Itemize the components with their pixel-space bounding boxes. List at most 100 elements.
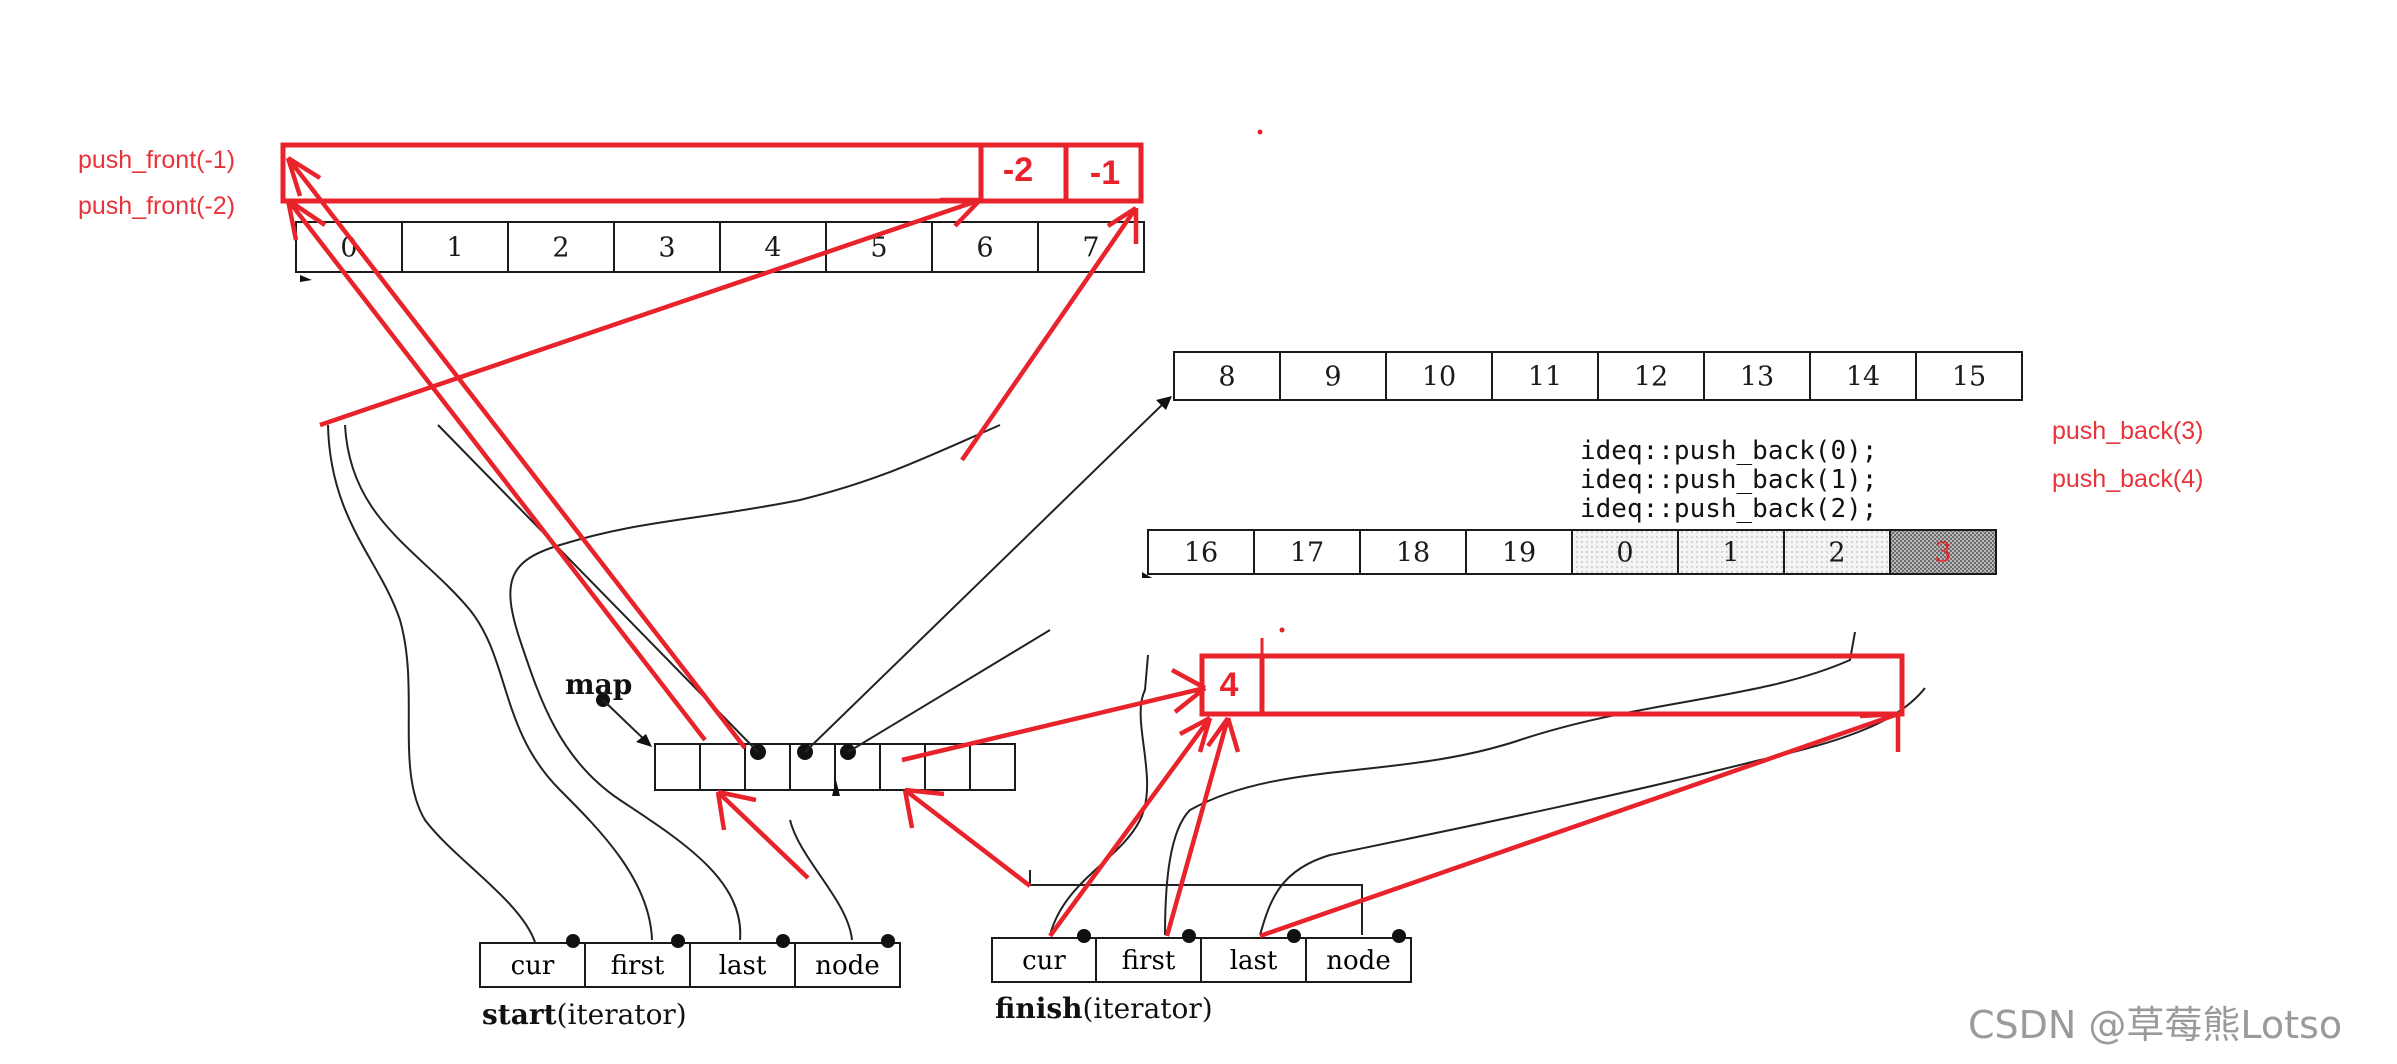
buffer-mid-cell-box xyxy=(1809,351,1917,401)
buffer-bottom-cell: 19 xyxy=(1465,529,1573,575)
front-cell-minus1: -1 xyxy=(1090,154,1120,192)
buffer-bottom-cell: 2 xyxy=(1783,529,1891,575)
buffer-mid-cell-box xyxy=(1385,351,1493,401)
buffer-bottom-cell-box xyxy=(1465,529,1573,575)
buffer-top-cell-label: 6 xyxy=(976,233,993,264)
finish-iterator-field-first: first xyxy=(1122,946,1176,976)
buffer-bottom-cell-label: 3 xyxy=(1934,538,1951,569)
finish-iterator-field-node: node xyxy=(1326,946,1390,976)
buffer-mid-cell: 14 xyxy=(1809,351,1917,401)
start-iterator-caption: start(iterator) xyxy=(482,998,687,1031)
wire-start-cur xyxy=(327,424,536,943)
map-slot xyxy=(699,743,746,791)
buffer-top-cell: 6 xyxy=(931,221,1039,273)
start-iterator-field-node: node xyxy=(815,951,879,981)
start-caption-bold: start xyxy=(482,998,557,1031)
buffer-mid-cell: 11 xyxy=(1491,351,1599,401)
buffer-bottom-cell-label: 19 xyxy=(1502,538,1536,569)
red-arrow-finish-node-to-map xyxy=(902,787,1032,888)
wire-start-first xyxy=(344,424,653,941)
buffer-top-cell-box xyxy=(401,221,509,273)
buffer-mid-cell-label: 11 xyxy=(1528,362,1562,393)
red-arrow-finish-first-to-back xyxy=(1164,716,1241,937)
push-front-label-1: push_front(-1) xyxy=(78,146,235,174)
wire-map-to-buffer-bottom xyxy=(847,629,1051,753)
push-front-label-2: push_front(-2) xyxy=(78,192,235,220)
buffer-mid-cell: 12 xyxy=(1597,351,1705,401)
buffer-bottom-cell-box xyxy=(1147,529,1255,575)
wire-finish-first xyxy=(1164,631,1856,936)
buffer-mid-cell: 8 xyxy=(1173,351,1281,401)
buffer-bottom-cell-box xyxy=(1783,529,1891,575)
buffer-bottom-cell-box xyxy=(1889,529,1997,575)
wire-start-node xyxy=(789,819,853,941)
start-iterator-field-last: last xyxy=(719,951,767,981)
start-iterator-field-dot xyxy=(566,934,580,948)
start-iterator-field-dot xyxy=(881,934,895,948)
finish-iterator-caption: finish(iterator) xyxy=(995,992,1213,1025)
buffer-top-cell: 4 xyxy=(719,221,827,273)
push-back-label-1: push_back(3) xyxy=(2052,417,2203,445)
finish-iterator-field-dot xyxy=(1077,929,1091,943)
buffer-mid-cell-label: 8 xyxy=(1218,362,1235,393)
buffer-top-cell-label: 2 xyxy=(552,233,569,264)
buffer-top-cell-label: 7 xyxy=(1082,233,1099,264)
start-iterator-field-box xyxy=(584,942,691,988)
code-line-3: ideq::push_back(2); xyxy=(1580,494,1877,524)
watermark: CSDN @草莓熊Lotso xyxy=(1968,1003,2342,1047)
buffer-top-start-marker xyxy=(300,275,312,282)
buffer-bottom-start-marker xyxy=(1142,572,1152,578)
buffer-mid-cell-label: 15 xyxy=(1952,362,1986,393)
map-slot xyxy=(969,743,1016,791)
start-iterator-field-box xyxy=(794,942,901,988)
finish-iterator-field-cur: cur xyxy=(1022,946,1066,976)
buffer-mid-cell-label: 13 xyxy=(1740,362,1774,393)
map-slot xyxy=(654,743,701,791)
buffer-bottom-cell: 16 xyxy=(1147,529,1255,575)
buffer-top-cell-box xyxy=(931,221,1039,273)
finish-iterator: cur first last node xyxy=(991,929,1412,983)
finish-iterator-field-dot xyxy=(1182,929,1196,943)
buffer-bottom-cell-box xyxy=(1359,529,1467,575)
finish-caption-rest: (iterator) xyxy=(1082,992,1212,1025)
buffer-mid-cell-box xyxy=(1173,351,1281,401)
finish-iterator-field-dot xyxy=(1392,929,1406,943)
finish-caption-bold: finish xyxy=(995,992,1082,1025)
buffer-mid-cell-box xyxy=(1915,351,2023,401)
finish-iterator-field-box xyxy=(1305,937,1412,983)
buffer-bottom-cell-box xyxy=(1677,529,1785,575)
buffer-mid-cell-label: 10 xyxy=(1422,362,1456,393)
buffer-bottom-cell-label: 18 xyxy=(1396,538,1430,569)
map-array xyxy=(654,743,1016,791)
finish-iterator-field-last: last xyxy=(1230,946,1278,976)
buffer-bottom-cell-label: 1 xyxy=(1722,538,1739,569)
start-iterator-field-dot xyxy=(671,934,685,948)
buffer-bottom-cell: 3 xyxy=(1889,529,1997,575)
buffer-mid-cell-box xyxy=(1597,351,1705,401)
wire-finish-cur xyxy=(1049,654,1149,936)
buffer-top-cell: 1 xyxy=(401,221,509,273)
buffer-top-cell-label: 4 xyxy=(764,233,781,264)
map-pointer-arrowhead xyxy=(636,734,652,747)
buffer-mid-cell-box xyxy=(1491,351,1599,401)
buffer-bottom-cell-box xyxy=(1253,529,1361,575)
buffer-bottom-cell: 17 xyxy=(1253,529,1361,575)
red-arrow-finish-cur-to-back xyxy=(1048,716,1213,938)
push-back-label-2: push_back(4) xyxy=(2052,465,2203,493)
buffer-top-cell: 2 xyxy=(507,221,615,273)
back-buffer xyxy=(1199,653,1905,717)
buffer-mid-cell: 15 xyxy=(1915,351,2023,401)
wire-map-to-buffer-mid xyxy=(804,401,1166,753)
buffer-top-cell: 3 xyxy=(613,221,721,273)
red-arrow-map-to-back-buffer xyxy=(901,668,1207,763)
red-arrow-start-first-to-front xyxy=(319,197,982,428)
back-cell-4: 4 xyxy=(1220,666,1239,704)
wire-finish-last xyxy=(1259,687,1926,936)
start-iterator-field-first: first xyxy=(611,951,665,981)
front-cell-minus2: -2 xyxy=(1003,151,1033,189)
buffer-bottom-cell-label: 2 xyxy=(1828,538,1845,569)
red-arrow-start-last-to-front xyxy=(960,206,1139,462)
